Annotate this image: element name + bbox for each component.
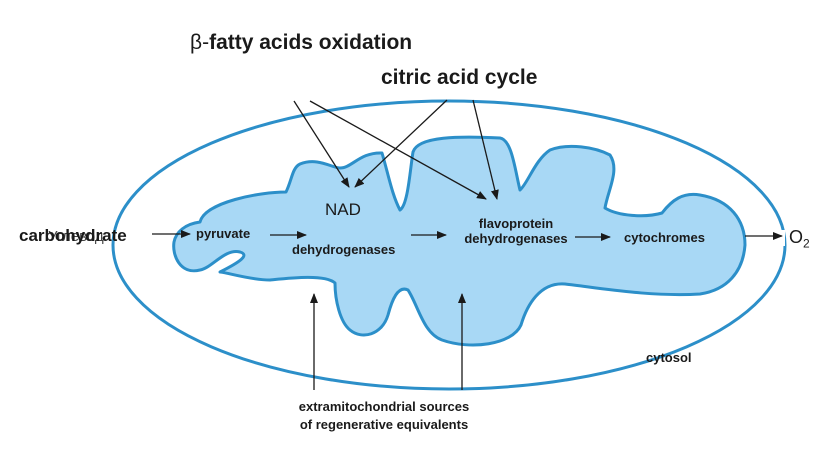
arrow-beta-to-flavoprotein [309,100,487,200]
sources-line1: extramitochondrial sources [298,399,470,414]
carbohydrate-overlap-text: Углевод [48,228,104,245]
oxygen-label: O2 [789,227,810,251]
beta-oxidation-text: fatty acids oxidation [209,31,413,54]
dehydrogenases-label: dehydrogenases [292,242,396,257]
arrow-beta-to-nad [293,100,350,188]
cytochromes-label: cytochromes [624,230,705,245]
cytosol-label: cytosol [646,350,692,365]
inner-membrane-matrix [172,135,747,347]
arrow-citric-to-nad [354,99,448,188]
flavoprotein-label: flavoprotein dehydrogenases [448,216,584,247]
carbohydrate-label: carbohydrate [19,226,127,245]
beta-prefix: β- [190,31,210,54]
flavoprotein-line1: flavoprotein [478,216,554,231]
pyruvate-label: pyruvate [196,226,251,241]
oxygen-subscript: 2 [803,236,810,251]
beta-oxidation-label: β-fatty acids oxidation [190,31,412,55]
extramitochondrial-sources-label: extramitochondrial sources of regenerati… [262,398,506,434]
sources-line2: of regenerative equivalents [299,417,469,433]
oxygen-symbol: O [789,227,804,247]
nad-label: NAD [325,200,361,219]
arrow-citric-to-flavoprotein [472,99,499,200]
citric-acid-cycle-label: citric acid cycle [381,66,538,89]
flavoprotein-line2: dehydrogenases [464,230,568,246]
